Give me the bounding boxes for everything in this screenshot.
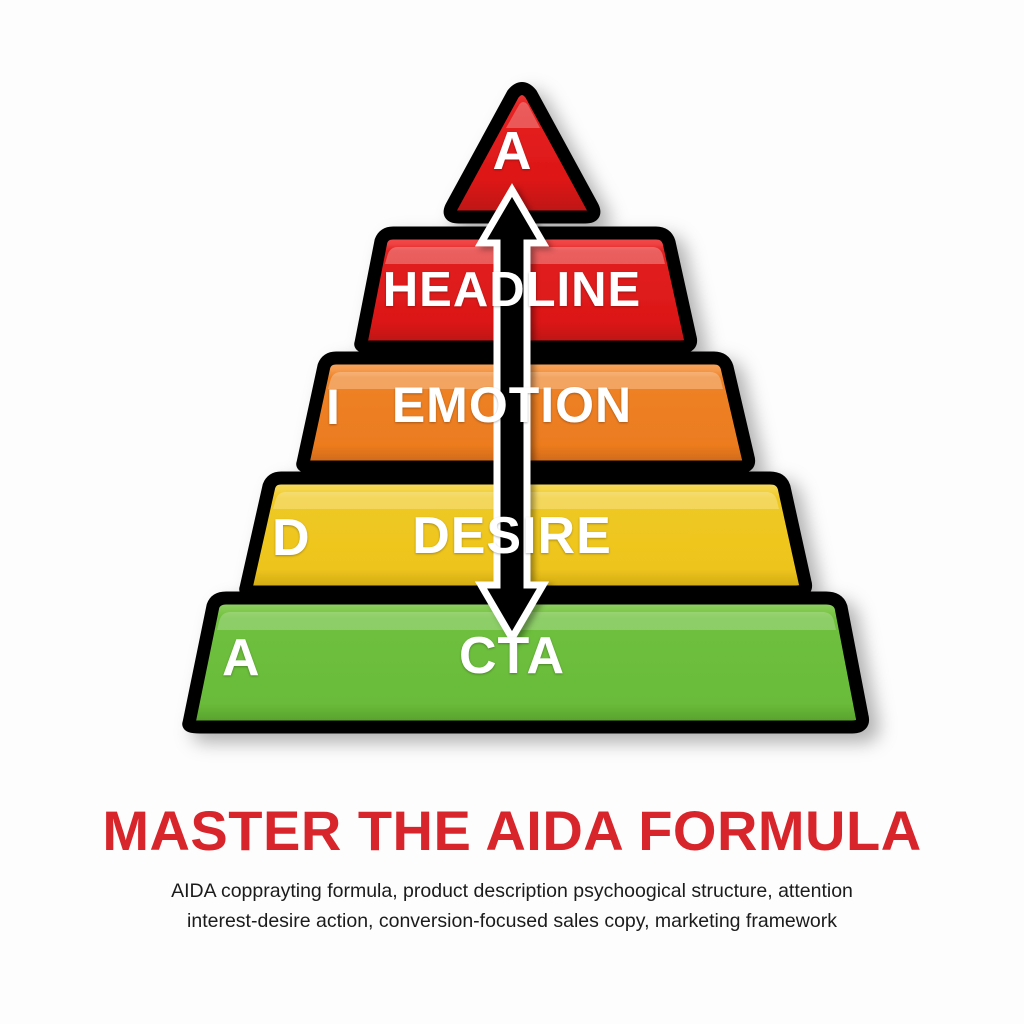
- double-headed-vertical-arrow: [474, 183, 550, 645]
- subtitle-line-1: AIDA copprayting formula, product descri…: [171, 880, 853, 902]
- pyramid-tier-cta-shape: [182, 591, 869, 734]
- subtitle-line-2: interest-desire action, conversion-focus…: [187, 910, 837, 932]
- pyramid-svg: [182, 82, 869, 734]
- pyramid-tier-apex-shape: [443, 82, 601, 224]
- aida-pyramid-diagram: A HEADLINE I EMOTION D DESIRE A CTA: [182, 82, 869, 734]
- caption-block: MASTER THE AIDA FORMULA AIDA copprayting…: [0, 800, 1024, 936]
- page-title: MASTER THE AIDA FORMULA: [102, 799, 922, 862]
- subtitle-block: AIDA copprayting formula, product descri…: [0, 876, 1024, 936]
